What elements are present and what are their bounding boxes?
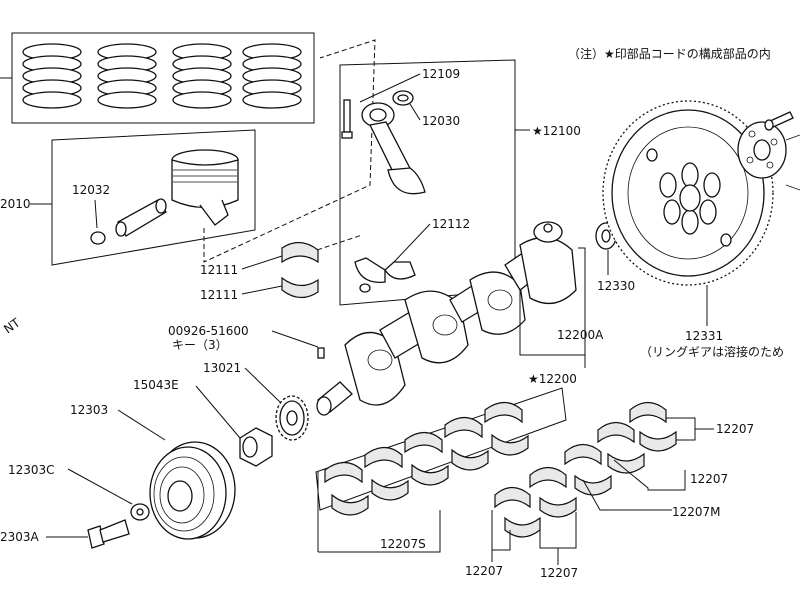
callout-12207m: 12207M [672,505,721,519]
callout-12032: 12032 [72,183,110,197]
leader-12112 [393,223,431,263]
leader-12200a [578,247,586,355]
flywheel-plate [737,121,800,191]
crank-nut-15043e [239,427,273,467]
piston-rings-group [0,32,315,124]
callout-12030: 12030 [422,114,460,128]
assembly-dashed-line-1 [203,39,376,263]
leader-12111-upper [241,255,283,270]
leader-12303c [67,468,133,505]
pulley-washer-12303c [130,503,150,521]
callout-12303c: 12303C [8,463,55,477]
main-bearing-lower-row [331,433,529,516]
conrod-bolt [341,99,353,139]
callout-12330: 12330 [597,279,635,293]
leader-12207s [318,510,441,553]
leader-12207m [582,479,672,511]
main-bearings-12207s-group [315,387,567,552]
callout-12200a: 12200A [557,328,604,342]
callout-00926-sub: キー（3） [172,338,228,352]
leader-12200 [519,290,586,368]
leader-12030 [409,103,421,121]
flywheel-bolt [764,111,794,131]
callout-13021: 13021 [203,361,241,375]
callout-12112: 12112 [432,217,470,231]
callout-12331-note: （リングギアは溶接のため [640,344,784,359]
crank-sprocket-13021 [275,395,309,441]
callout-12207s: 12207S [380,537,426,551]
callout-12100: ★12100 [532,124,581,138]
callout-15043e: 15043E [133,378,179,392]
crankshaft-12200 [316,221,577,416]
callout-12200: ★12200 [528,372,577,386]
piston-group: 2010 12032 [0,129,256,266]
conrod-bushing [392,90,414,106]
piston-frame [51,129,256,266]
leader-12111-lower [241,285,283,295]
main-bearings-frame [315,387,567,511]
conrod-cap [354,257,416,293]
callout-12207-d: 12207 [540,566,578,580]
callout-12303: 12303 [70,403,108,417]
ring-set-1 [22,43,82,109]
callout-12207-a: 12207 [716,422,754,436]
flywheel-12331 [602,100,774,286]
conrod-bearing-lower [281,276,319,299]
callout-12111-lower: 12111 [200,288,238,302]
leader-12032 [94,199,98,229]
conrod-bearing-upper [281,241,319,264]
ring-set-4 [242,43,302,109]
piston-pin [115,198,167,237]
leader-12109 [359,73,421,103]
callout-12010: 2010 [0,197,31,211]
leader-12303 [117,409,166,441]
callout-00926-51600: 00926-51600 [168,324,249,338]
leader-13021 [244,367,283,405]
japanese-note: （注）★印部品コードの構成部品の内 [568,46,771,61]
leader-15043e [195,385,241,439]
ring-set-2 [97,43,157,109]
piston [171,149,239,226]
connecting-rod [361,102,426,195]
bracket-12207-c [491,510,511,551]
pulley-bolt-12303a [87,519,130,549]
callout-12111-upper: 12111 [200,263,238,277]
front-marker: NT [1,315,23,336]
flywheel-washer-12330 [595,222,617,250]
callout-12207-b: 12207 [690,472,728,486]
connecting-rod-group: ★12100 12109 12030 12112 [339,59,581,306]
crank-pulley-12303 [149,441,236,540]
callout-12331: 12331 [685,329,723,343]
snap-ring [90,231,106,245]
bracket-12207-b [613,459,686,491]
callout-12109: 12109 [422,67,460,81]
leader-00926 [271,330,319,348]
woodruff-key [317,347,325,359]
callout-12207-c: 12207 [465,564,503,578]
callout-12303a: 2303A [0,530,40,544]
main-bearing-upper-row [324,401,523,484]
ring-set-3 [172,43,232,109]
